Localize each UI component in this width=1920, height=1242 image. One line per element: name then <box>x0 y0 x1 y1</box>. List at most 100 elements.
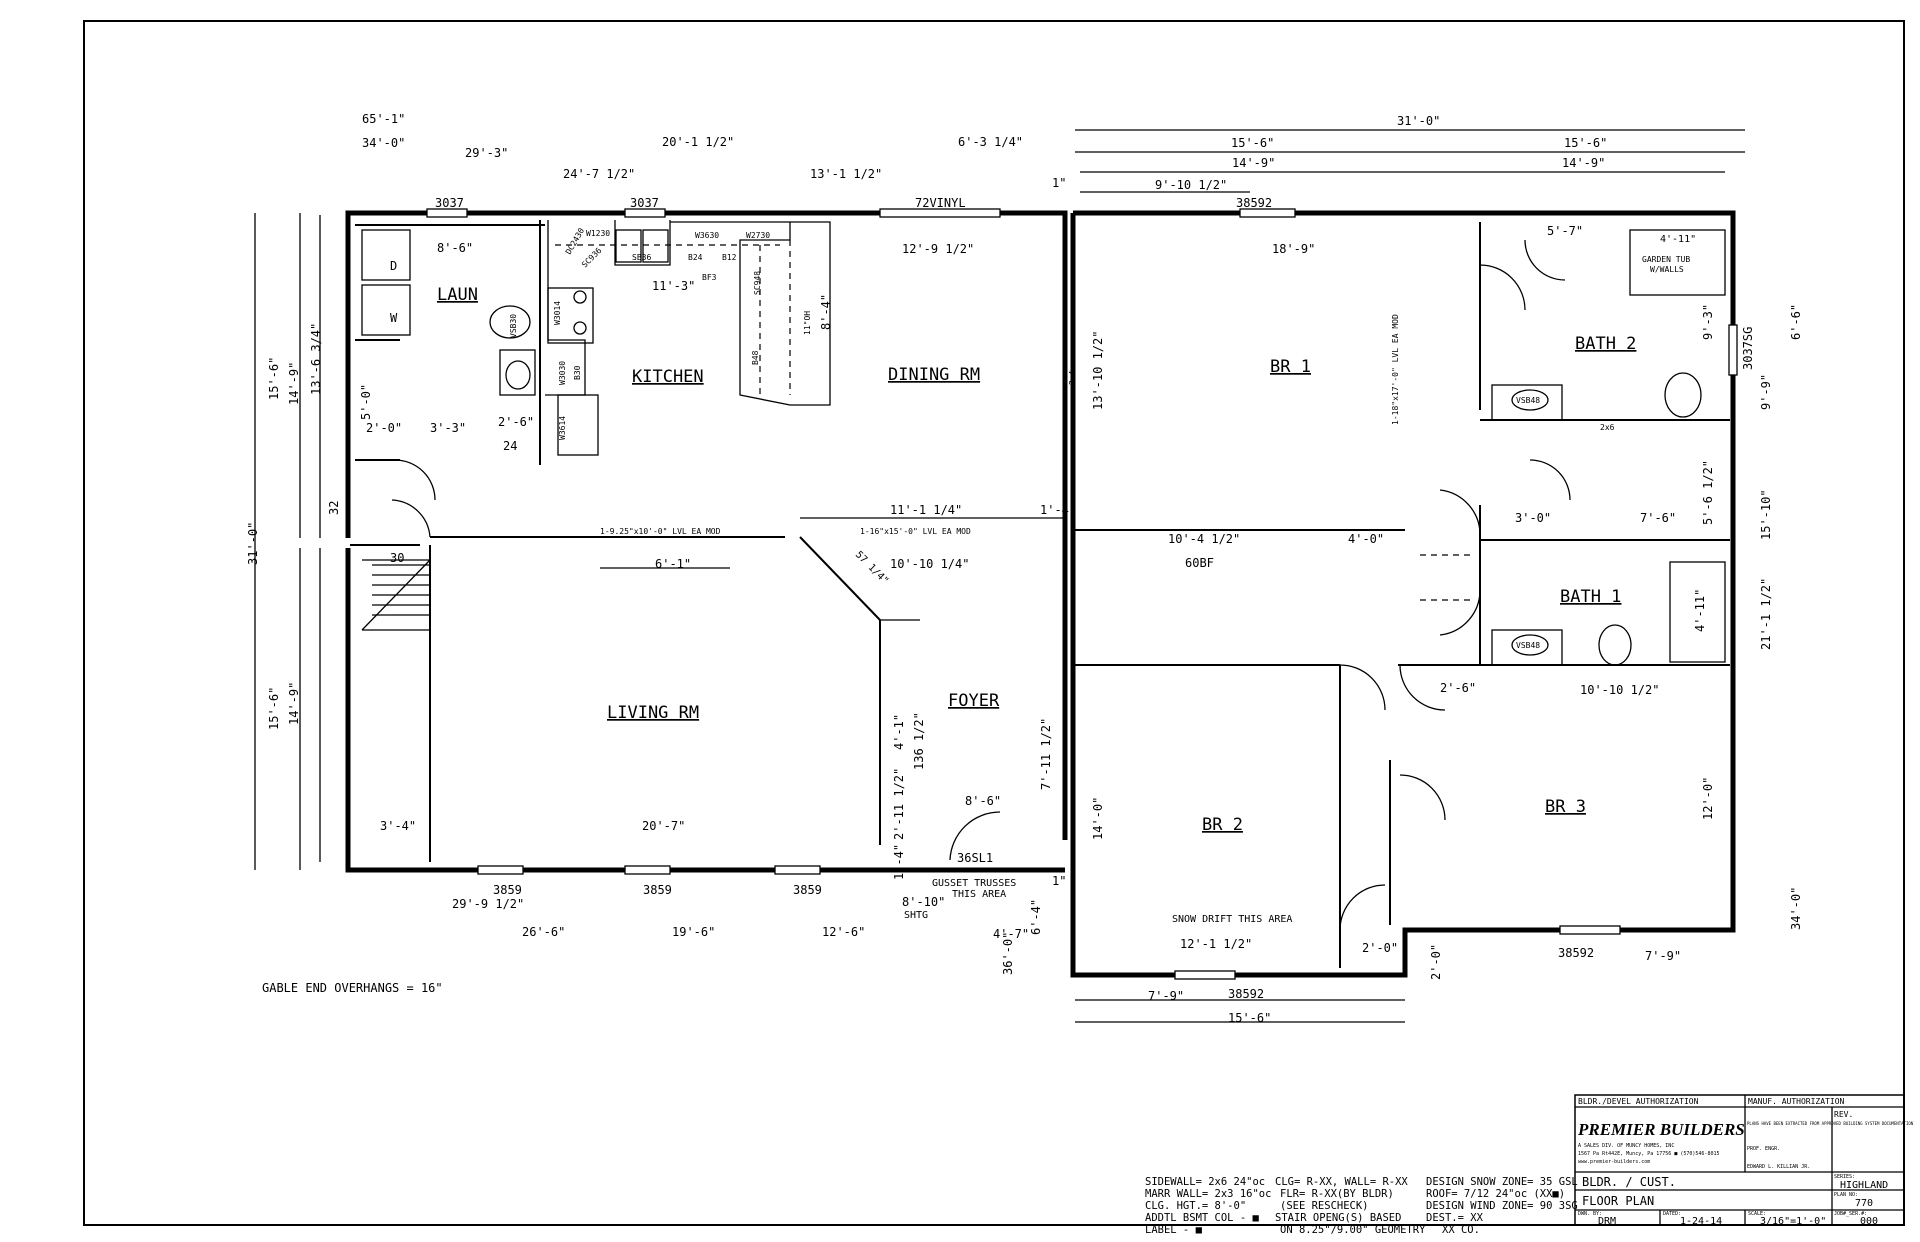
dim-bot-8-10: 8'-10" <box>902 895 945 909</box>
gusset-note-2: THIS AREA <box>952 889 1006 900</box>
spec-col2-2: FLR= R-XX(BY BLDR) <box>1280 1188 1394 1200</box>
tb-scale: 3/16"=1'-0" <box>1760 1216 1826 1227</box>
kitchen-counters <box>545 220 831 456</box>
spec-col2-4: STAIR OPENG(S) BASED <box>1275 1212 1401 1224</box>
tb-plans-note: PLANS HAVE BEEN EXTRACTED FROM APPROVED … <box>1747 1121 1914 1126</box>
window-3859a: 3859 <box>493 883 522 897</box>
dim-right-15-10: 15'-10" <box>1759 489 1773 540</box>
dim-left-31: 31'-0" <box>246 522 260 565</box>
tb-manuf-auth: MANUF. AUTHORIZATION <box>1748 1097 1845 1106</box>
dim-top-20-1: 20'-1 1/2" <box>662 135 734 149</box>
tb-brand: PREMIER BUILDERS <box>1577 1120 1745 1139</box>
window-3037a: 3037 <box>435 196 464 210</box>
tb-scale-label: SCALE: <box>1748 1211 1766 1217</box>
room-bath1: BATH 1 <box>1560 587 1621 607</box>
window-38592a: 38592 <box>1236 196 1272 210</box>
dim-int-8-6b: 8'-6" <box>965 794 1001 808</box>
cab-b12: B12 <box>722 253 737 262</box>
dim-int-14-0: 14'-0" <box>1091 797 1105 840</box>
tb-rev: REV. <box>1834 1110 1853 1119</box>
cab-oh: 11"OH <box>803 311 812 335</box>
room-br2: BR 2 <box>1202 815 1243 835</box>
dim-bot-36: 36'-0" <box>1001 932 1015 975</box>
dim-top-13-1: 13'-1 1/2" <box>810 167 882 181</box>
spec-col2-3: (SEE RESCHECK) <box>1280 1200 1369 1212</box>
dim-int-3-3: 3'-3" <box>430 421 466 435</box>
laun-washer: W <box>390 311 398 325</box>
dim-int-8-6: 8'-6" <box>437 241 473 255</box>
dim-int-2-0: 2'-0" <box>1362 941 1398 955</box>
dim-int-3-0: 3'-0" <box>1515 511 1551 525</box>
spec-col2-1: CLG= R-XX, WALL= R-XX <box>1275 1176 1408 1188</box>
laundry-appliances <box>361 229 536 396</box>
dim-int-9-3: 9'-3" <box>1701 304 1715 340</box>
tb-brand-sub2: 1567 Pa Rt442E, Muncy, Pa 17756 ■ (570)5… <box>1578 1151 1719 1157</box>
dim-top-24-7: 24'-7 1/2" <box>563 167 635 181</box>
dim-left-14-9-top: 14'-9" <box>287 362 301 405</box>
sheet-border <box>83 20 1905 1226</box>
tb-dwn-label: DWN. BY: <box>1578 1211 1602 1217</box>
cab-b24: B24 <box>688 253 703 262</box>
cab-w3030: W3030 <box>558 361 567 385</box>
dim-bot-29-9: 29'-9 1/2" <box>452 897 524 911</box>
tb-bldr-cust: BLDR. / CUST. <box>1582 1175 1676 1189</box>
tb-series-label: SERIES: <box>1834 1174 1855 1180</box>
spec-col1-5: LABEL - ■ <box>1145 1224 1203 1236</box>
spec-col3-3: DESIGN WIND ZONE= 90 3SG <box>1426 1200 1578 1212</box>
wall-2x4: 2x4 <box>1068 370 1077 385</box>
room-bath2: BATH 2 <box>1575 334 1636 354</box>
dim-int-7-11: 7'-11 1/2" <box>1039 718 1053 790</box>
dim-left-14-9-bot: 14'-9" <box>287 682 301 725</box>
dim-bot-2-0: 2'-0" <box>1429 944 1443 980</box>
dim-bot-shtg: SHTG <box>904 910 928 921</box>
dim-int-2-0b: 2'-0" <box>366 421 402 435</box>
room-living: LIVING RM <box>607 703 699 723</box>
dim-bot-26-6: 26'-6" <box>522 925 565 939</box>
dim-int-4-11b: 4'-11" <box>1693 589 1707 632</box>
dim-bot-15-6: 15'-6" <box>1228 1011 1271 1025</box>
dim-top-31: 31'-0" <box>1397 114 1440 128</box>
dim-int-4-1: 4'-1" <box>892 714 906 750</box>
windows-geometry <box>426 208 1738 980</box>
room-laun: LAUN <box>437 285 478 305</box>
cab-sc948: SC948 <box>753 271 762 295</box>
spec-col1-4: ADDTL BSMT COL - ■ <box>1145 1212 1259 1224</box>
spec-col3-1: DESIGN SNOW ZONE= 35 GSL <box>1426 1176 1578 1188</box>
dim-int-5-6: 5'-6 1/2" <box>1701 460 1715 525</box>
room-br3: BR 3 <box>1545 797 1586 817</box>
gusset-note-1: GUSSET TRUSSES <box>932 878 1016 889</box>
stairs <box>361 559 431 631</box>
wall-2x6: 2x6 <box>1600 423 1615 432</box>
tb-job-label: JOB#_SER.#: <box>1834 1211 1867 1217</box>
dim-int-11-1: 11'-1 1/4" <box>890 503 962 517</box>
beam-lvl2: 1-16"x15'-0" LVL EA MOD <box>860 527 971 536</box>
vanity-vsb30: VSB30 <box>509 314 518 338</box>
dim-top-34: 34'-0" <box>362 136 405 150</box>
tb-plan-no: 770 <box>1855 1198 1873 1209</box>
window-38592b: 38592 <box>1228 987 1264 1001</box>
window-3859b: 3859 <box>643 883 672 897</box>
specs-notes: SIDEWALL= 2x6 24"oc MARR WALL= 2x3 16"oc… <box>1145 1176 1578 1236</box>
tb-bldr-auth: BLDR./DEVEL AUTHORIZATION <box>1578 1097 1699 1106</box>
window-38592c: 38592 <box>1558 946 1594 960</box>
dim-int-2-11: 2'-11 1/2" <box>892 768 906 840</box>
dim-top-6-3: 6'-3 1/4" <box>958 135 1023 149</box>
cab-w2730: W2730 <box>746 231 770 240</box>
dim-top-overall: 65'-1" <box>362 112 405 126</box>
dim-int-10-10a: 10'-10 1/4" <box>890 557 969 571</box>
window-72vinyl: 72VINYL <box>915 196 966 210</box>
dim-bot-4-7: 4'-7" <box>993 927 1029 941</box>
garden-tub-walls: W/WALLS <box>1650 265 1684 274</box>
dim-right-21-1: 21'-1 1/2" <box>1759 578 1773 650</box>
dim-top-29-3: 29'-3" <box>465 146 508 160</box>
cab-sc936: SC936 <box>580 246 604 270</box>
dim-bot-12-6: 12'-6" <box>822 925 865 939</box>
window-3037sg: 3037SG <box>1741 327 1755 370</box>
tb-brand-sub3: www.premier-builders.com <box>1578 1159 1650 1165</box>
dim-int-11-3: 11'-3" <box>652 279 695 293</box>
garden-tub-label: GARDEN TUB <box>1642 255 1690 264</box>
dim-left-15-6-top: 15'-6" <box>267 357 281 400</box>
dim-int-7-6: 7'-6" <box>1640 511 1676 525</box>
title-block: BLDR./DEVEL AUTHORIZATION MANUF. AUTHORI… <box>1574 1094 1914 1227</box>
dim-int-24: 24 <box>503 439 517 453</box>
